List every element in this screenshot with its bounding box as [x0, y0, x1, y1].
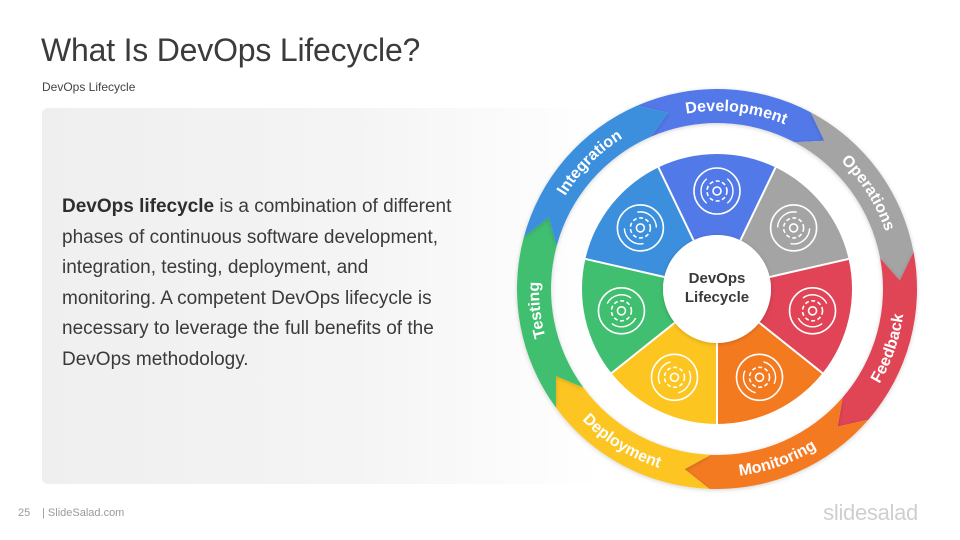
wedge-divider	[758, 321, 824, 374]
center-hub	[663, 235, 771, 343]
inner-wedge-operations	[740, 167, 849, 277]
test-gear-icon	[597, 287, 646, 335]
center-label-line2: Lifecycle	[685, 289, 749, 306]
footer-site: | SlideSalad.com	[42, 507, 125, 519]
outer-segment-development	[637, 89, 825, 143]
text-panel	[42, 108, 602, 484]
inner-wedge-monitoring	[717, 322, 823, 424]
wedge-divider	[610, 321, 676, 374]
outer-segment-deployment	[555, 375, 711, 489]
eye-monitor-icon	[735, 353, 784, 402]
brand-logo: slidesalad	[823, 500, 918, 525]
body-description: is a combination of different phases of …	[62, 196, 452, 370]
network-integration-icon	[616, 204, 665, 252]
center-label-line1: DevOps	[689, 270, 746, 287]
slide-title: What Is DevOps Lifecycle?	[41, 32, 421, 68]
inner-wedge-development	[658, 154, 776, 241]
inner-wedge-integration	[585, 167, 694, 277]
wedge-divider	[585, 257, 665, 278]
page-number: 25	[18, 507, 31, 519]
rocket-deploy-icon	[650, 353, 699, 402]
outer-segment-integration	[523, 105, 669, 246]
body-paragraph: DevOps lifecycle is a combination of dif…	[62, 192, 462, 375]
gear-cycle-icon	[769, 204, 818, 252]
outer-segment-feedback	[837, 252, 917, 427]
outer-segment-testing	[517, 217, 584, 408]
inner-wedge-testing	[581, 258, 675, 374]
chat-feedback-icon	[788, 287, 837, 335]
wedge-divider	[657, 166, 695, 241]
body-bold-term: DevOps lifecycle	[62, 196, 215, 217]
wedge-divider	[769, 257, 849, 278]
wedge-divider	[739, 166, 777, 241]
slide-subtitle: DevOps Lifecycle	[42, 80, 136, 94]
inner-wedge-deployment	[611, 322, 717, 424]
code-gear-icon	[693, 167, 741, 215]
outer-segment-monitoring	[684, 397, 869, 489]
inner-wedge-feedback	[759, 258, 853, 374]
outer-segment-operations	[794, 112, 914, 281]
